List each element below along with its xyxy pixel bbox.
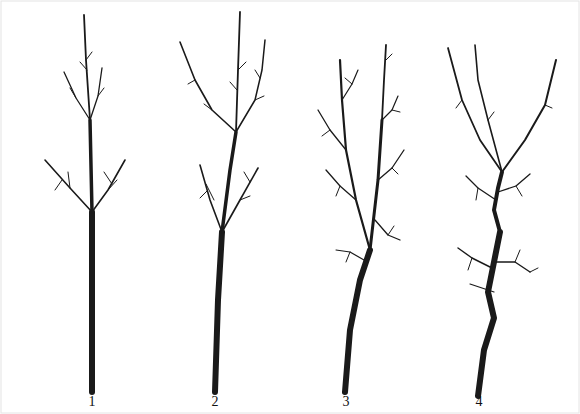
figure-number: 4: [476, 395, 483, 409]
figure-number: 2: [212, 395, 219, 409]
figure-number: 1: [89, 395, 96, 409]
figure-number: 3: [343, 395, 350, 409]
